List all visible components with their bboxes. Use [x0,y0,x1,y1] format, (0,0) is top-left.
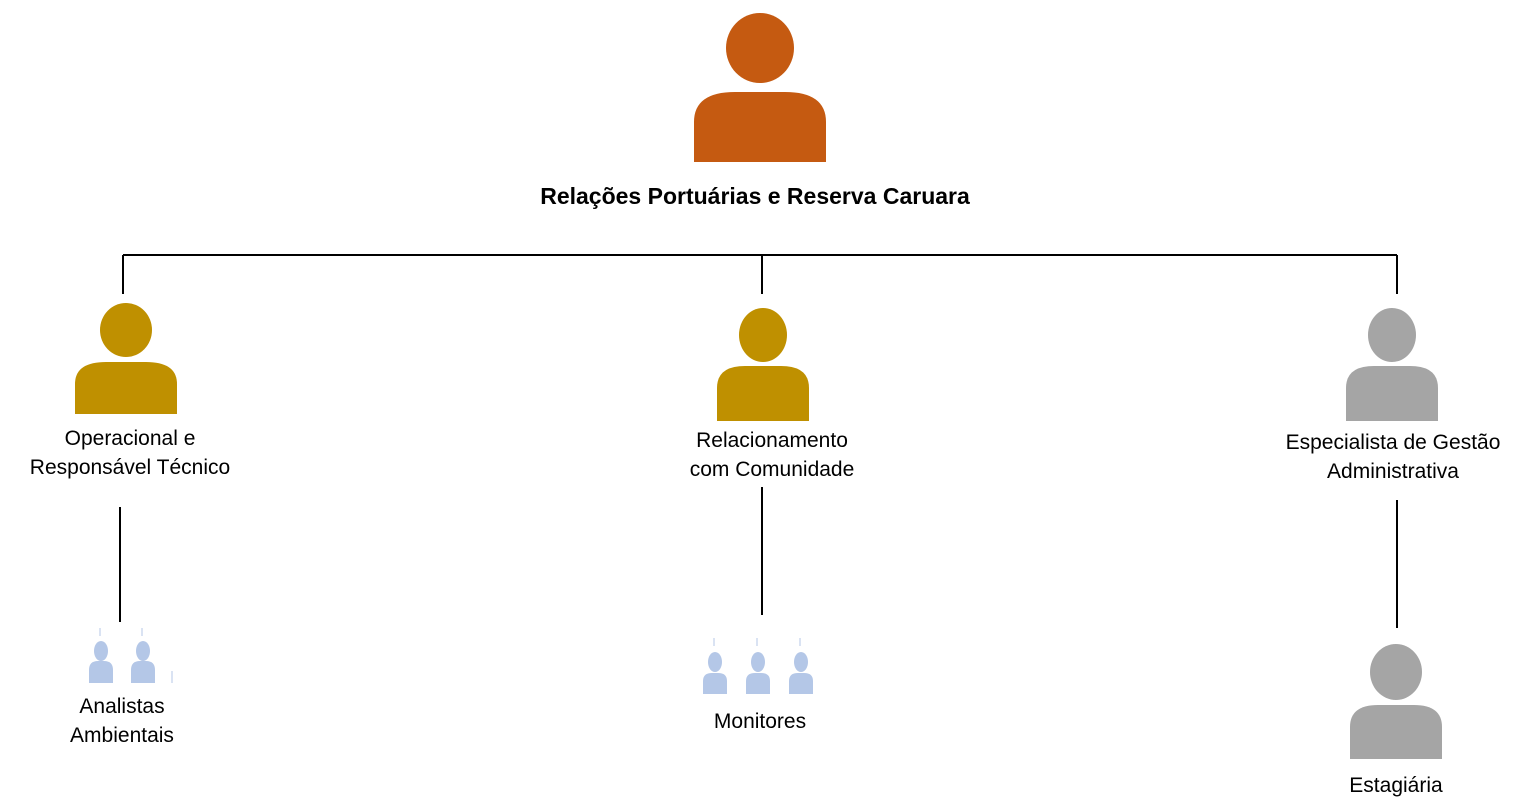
root-person-icon [694,13,826,162]
branch-title-comunidade: Relacionamento com Comunidade [689,429,855,481]
connectors [119,254,1398,628]
estagiaria-person-icon [1350,644,1442,759]
comunidade-person-icon [717,308,809,421]
monitores-people-group-icon [703,638,813,694]
branch-title-operacional: Operacional e Responsável Técnico [29,427,231,479]
especialista-person-icon [1346,308,1438,421]
child-title-analistas: Analistas Ambientais [70,695,174,747]
child-title-monitores: Monitores [713,710,807,733]
branch-title-especialista: Especialista de Gestão Administrativa [1285,431,1501,483]
operacional-person-icon [75,303,177,414]
team-member-icon [789,638,813,694]
child-title-estagiaria: Estagiária [1349,774,1443,797]
team-member-icon [703,638,727,694]
analistas-people-group-icon [89,628,173,683]
team-member-icon [89,628,113,683]
team-member-icon [746,638,770,694]
team-member-icon [131,628,155,683]
root-title: Relações Portuárias e Reserva Caruara [540,183,970,209]
